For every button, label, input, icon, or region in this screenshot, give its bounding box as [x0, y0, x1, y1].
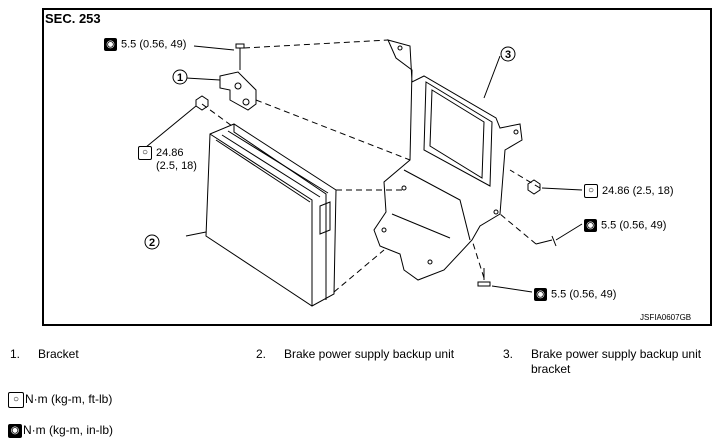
torque-label-right-bolt: ◉5.5 (0.56, 49) — [584, 219, 666, 232]
filled-wrench-icon: ◉ — [104, 38, 117, 51]
unit-legend-filled: ◉N·m (kg-m, in-lb) — [8, 423, 113, 438]
open-wrench-icon: ○ — [584, 184, 598, 198]
callout-3-label: 3 — [505, 49, 511, 61]
figure-code: JSFIA0607GB — [640, 313, 692, 322]
brake-power-supply-backup-unit — [205, 123, 337, 307]
backup-unit-bracket — [373, 39, 523, 281]
filled-wrench-icon: ◉ — [534, 288, 547, 301]
filled-wrench-icon: ◉ — [8, 423, 22, 438]
bracket — [219, 71, 257, 111]
open-wrench-icon: ○ — [8, 392, 24, 408]
bolt-top — [235, 43, 245, 70]
torque-label-top: ◉5.5 (0.56, 49) — [104, 38, 186, 51]
callout-3 — [500, 46, 516, 62]
section-label: SEC. 253 — [45, 11, 101, 26]
open-wrench-icon: ○ — [138, 146, 152, 160]
callout-2-label: 2 — [149, 237, 155, 249]
callout-2 — [144, 234, 160, 250]
callout-1-label: 1 — [177, 72, 183, 84]
unit-legend-open: ○N·m (kg-m, ft-lb) — [8, 392, 112, 408]
torque-label-left: ○24.86 (2.5, 18) — [138, 146, 197, 173]
callout-1 — [172, 69, 188, 85]
torque-label-bottom: ◉5.5 (0.56, 49) — [534, 288, 616, 301]
filled-wrench-icon: ◉ — [584, 219, 597, 232]
diagram-frame — [42, 8, 712, 326]
torque-label-right-nut: ○24.86 (2.5, 18) — [584, 184, 674, 198]
